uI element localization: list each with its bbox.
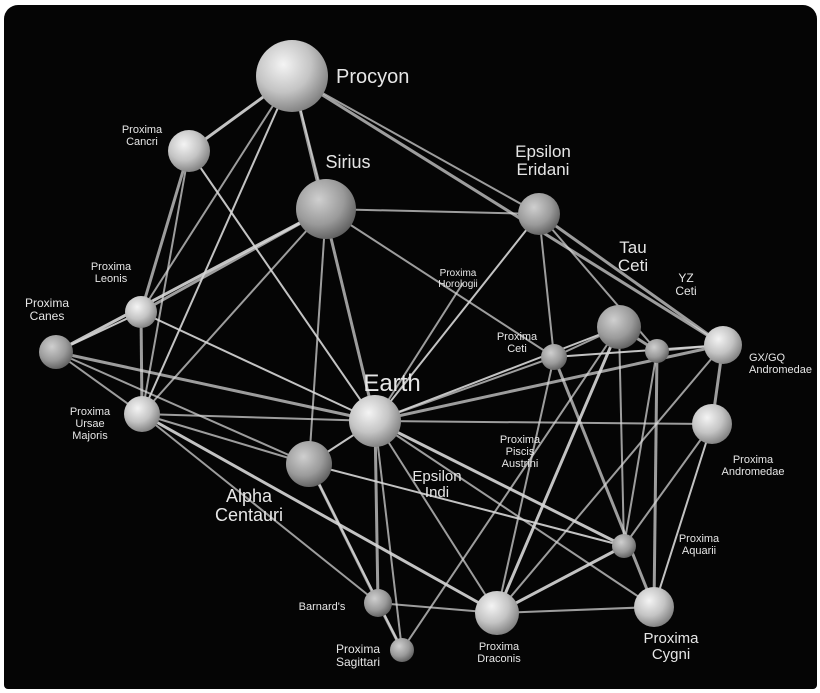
- label-line: Proxima: [497, 331, 538, 343]
- node-proxima-cygni: [634, 587, 674, 627]
- label-line: Ceti: [507, 343, 527, 355]
- edges-layer: [56, 76, 723, 650]
- label-line: Majoris: [72, 430, 108, 442]
- label-line: Proxima: [643, 630, 699, 647]
- edge-procyon-proxima-leonis: [141, 76, 292, 312]
- node-epsilon-eridani: [518, 193, 560, 235]
- label-proxima-cancri: ProximaCancri: [122, 124, 163, 148]
- label-line: YZ: [678, 271, 693, 285]
- edge-proxima-ceti-proxima-cygni: [554, 357, 654, 607]
- node-proxima-sagittarii: [390, 638, 414, 662]
- label-line: Epsilon: [412, 468, 461, 485]
- node-proxima-leonis: [125, 296, 157, 328]
- label-line: Canes: [30, 309, 65, 323]
- label-sirius: Sirius: [325, 152, 370, 172]
- label-line: Ceti: [675, 284, 696, 298]
- label-line: Cygni: [652, 646, 690, 663]
- node-earth: [349, 395, 401, 447]
- edge-proxima-andromedae-proxima-cygni: [654, 424, 712, 607]
- label-line: GX/GQ: [749, 352, 786, 364]
- label-line: Centauri: [215, 505, 283, 525]
- label-line: Indi: [425, 484, 449, 501]
- edge-proxima-andromedae-proxima-aquarii: [624, 424, 712, 546]
- label-line: Proxima: [679, 533, 720, 545]
- label-earth: Earth: [363, 370, 420, 397]
- label-line: Epsilon: [515, 142, 571, 161]
- label-yz-ceti: YZCeti: [675, 271, 696, 298]
- node-procyon: [256, 40, 328, 112]
- node-tau-ceti: [597, 305, 641, 349]
- label-alpha-centauri: AlphaCentauri: [215, 486, 283, 525]
- node-proxima-ursae-majoris: [124, 396, 160, 432]
- label-line: Austrini: [502, 458, 539, 470]
- label-line: Barnard's: [299, 601, 346, 613]
- label-line: Tau: [619, 238, 646, 257]
- label-line: Proxima: [479, 641, 520, 653]
- label-line: Eridani: [517, 160, 570, 179]
- label-line: Proxima: [733, 454, 774, 466]
- node-barnards: [364, 589, 392, 617]
- node-proxima-draconis: [475, 591, 519, 635]
- label-line: Leonis: [95, 273, 128, 285]
- label-line: Proxima: [70, 406, 111, 418]
- label-procyon: Procyon: [336, 66, 409, 88]
- label-line: Proxima: [336, 642, 380, 656]
- edge-yz-ceti-proxima-cygni: [654, 351, 657, 607]
- label-line: Proxima: [122, 124, 163, 136]
- node-proxima-ceti: [541, 344, 567, 370]
- label-line: Piscis: [506, 446, 535, 458]
- label-line: Andromedae: [722, 466, 785, 478]
- edge-proxima-draconis-proxima-cygni: [497, 607, 654, 613]
- label-line: Ursae: [75, 418, 104, 430]
- edge-procyon-proxima-ursae-majoris: [142, 76, 292, 414]
- label-barnards: Barnard's: [299, 601, 346, 613]
- label-line: Earth: [363, 370, 420, 397]
- edge-sirius-alpha-centauri: [309, 209, 326, 464]
- label-line: Proxima: [500, 434, 541, 446]
- node-proxima-andromedae: [692, 404, 732, 444]
- label-line: Ceti: [618, 256, 648, 275]
- label-line: Proxima: [440, 268, 477, 279]
- edge-yz-ceti-proxima-aquarii: [624, 351, 657, 546]
- label-line: Aquarii: [682, 545, 716, 557]
- node-yz-ceti: [645, 339, 669, 363]
- node-alpha-centauri: [286, 441, 332, 487]
- label-line: Horologii: [438, 279, 477, 290]
- label-line: Sagittari: [336, 655, 380, 669]
- label-line: Procyon: [336, 66, 409, 88]
- label-line: Draconis: [477, 653, 521, 665]
- node-gx-go-andromedae: [704, 326, 742, 364]
- label-line: Proxima: [25, 296, 69, 310]
- node-proxima-canes: [39, 335, 73, 369]
- edge-earth-proxima-andromedae: [375, 421, 712, 424]
- label-line: Proxima: [91, 261, 132, 273]
- node-sirius: [296, 179, 356, 239]
- label-line: Alpha: [226, 486, 273, 506]
- label-line: Cancri: [126, 136, 158, 148]
- edge-gx-go-andromedae-proxima-draconis: [497, 345, 723, 613]
- label-line: Andromedae: [749, 364, 812, 376]
- diagram-panel: ProcyonSiriusEpsilonEridaniTauCetiYZCeti…: [4, 5, 817, 689]
- label-line: Sirius: [325, 152, 370, 172]
- edge-tau-ceti-proxima-aquarii: [619, 327, 624, 546]
- edge-proxima-ursae-majoris-alpha-centauri: [142, 414, 309, 464]
- node-proxima-aquarii: [612, 534, 636, 558]
- edge-proxima-ursae-majoris-earth: [142, 414, 375, 421]
- node-proxima-cancri: [168, 130, 210, 172]
